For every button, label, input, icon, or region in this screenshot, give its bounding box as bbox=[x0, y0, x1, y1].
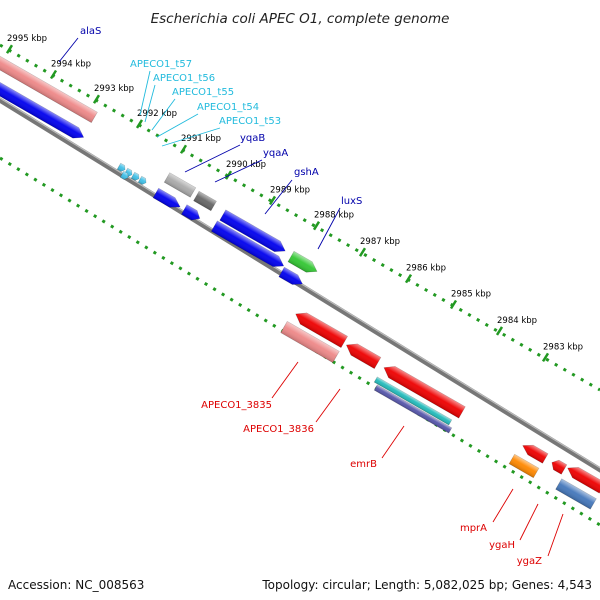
label-leader-line bbox=[492, 488, 514, 523]
tick-mark bbox=[224, 170, 233, 180]
tick-label: 2986 kbp bbox=[406, 264, 446, 274]
gene-label-emrB[interactable]: emrB bbox=[350, 459, 377, 470]
gshA-gene-outer[interactable] bbox=[219, 209, 288, 256]
ygaH-gene[interactable] bbox=[549, 458, 568, 475]
tick-mark bbox=[268, 195, 277, 206]
tick-mark bbox=[495, 326, 504, 336]
ygaZ-steel-feature[interactable] bbox=[555, 478, 597, 510]
label-leader-line bbox=[381, 425, 405, 459]
gene-label-a3836[interactable]: APECO1_3836 bbox=[243, 424, 314, 435]
gene-label-luxS[interactable]: luxS bbox=[341, 196, 362, 207]
gene-label-a3835[interactable]: APECO1_3835 bbox=[201, 400, 272, 411]
gene-label-alaS[interactable]: alaS bbox=[80, 26, 101, 37]
gene-label-t57[interactable]: APECO1_t57 bbox=[130, 59, 192, 70]
mprA-gene[interactable] bbox=[520, 441, 549, 464]
tick-label: 2994 kbp bbox=[51, 59, 91, 69]
label-leader-line bbox=[271, 361, 299, 399]
map-title: Escherichia coli APEC O1, complete genom… bbox=[151, 11, 450, 27]
tick-mark bbox=[541, 352, 550, 363]
gene-label-t54[interactable]: APECO1_t54 bbox=[197, 102, 259, 113]
tick-label: 2989 kbp bbox=[270, 185, 310, 195]
trna-APECO1_t57[interactable] bbox=[116, 162, 127, 173]
emrB-gene[interactable] bbox=[381, 362, 466, 419]
genome-backbone bbox=[0, 97, 600, 473]
label-leader-line bbox=[144, 84, 156, 123]
tick-mark bbox=[5, 44, 14, 54]
tick-label: 2992 kbp bbox=[137, 109, 177, 119]
tick-label: 2983 kbp bbox=[543, 342, 583, 352]
tick-mark bbox=[358, 247, 367, 257]
yqaA-gene[interactable] bbox=[181, 204, 202, 224]
gene-label-yqaA[interactable]: yqaA bbox=[263, 148, 288, 159]
gene-labels: alaS APECO1_t57APECO1_t56APECO1_t55APECO1… bbox=[58, 26, 564, 567]
tick-mark bbox=[404, 273, 413, 284]
tick-label: 2990 kbp bbox=[226, 160, 266, 170]
label-leader-line bbox=[264, 179, 293, 215]
luxS-rna-feature[interactable] bbox=[287, 250, 320, 276]
label-leader-line bbox=[317, 207, 341, 250]
label-leader-line bbox=[156, 113, 199, 138]
tick-mark bbox=[312, 221, 321, 231]
yqaB-gene[interactable] bbox=[152, 187, 183, 211]
label-leader-line bbox=[519, 503, 539, 541]
alaS-pseudo-feature[interactable] bbox=[0, 46, 98, 124]
tick-label: 2993 kbp bbox=[94, 84, 134, 94]
gene-label-t55[interactable]: APECO1_t55 bbox=[172, 87, 234, 98]
mprA-orange-feature[interactable] bbox=[508, 453, 540, 479]
pseudo-gray-feature[interactable] bbox=[163, 172, 197, 198]
label-leader-line bbox=[315, 388, 341, 423]
label-leader-line bbox=[151, 98, 176, 131]
tick-label: 2984 kbp bbox=[497, 316, 537, 326]
gene-label-t56[interactable]: APECO1_t56 bbox=[153, 73, 215, 84]
label-leader-line bbox=[139, 70, 151, 116]
trna-APECO1_t54[interactable] bbox=[137, 175, 148, 186]
gene-label-gshA[interactable]: gshA bbox=[294, 167, 319, 178]
label-leader-line bbox=[547, 513, 564, 557]
yqaB-gray-feature[interactable] bbox=[193, 190, 217, 212]
trna-APECO1_t55[interactable] bbox=[130, 171, 141, 182]
APECO1_3835-gene[interactable] bbox=[292, 308, 348, 349]
label-leader-line bbox=[184, 144, 241, 173]
emrB-teal-feature[interactable] bbox=[373, 376, 453, 426]
APECO1_3835-pseudo[interactable] bbox=[280, 321, 340, 363]
accession-label: Accession: NC_008563 bbox=[8, 578, 145, 592]
label-leader-line bbox=[214, 159, 263, 183]
tick-mark bbox=[135, 119, 144, 129]
tick-mark bbox=[179, 144, 188, 154]
gene-label-ygaH[interactable]: ygaH bbox=[489, 540, 515, 551]
tick-label: 2985 kbp bbox=[451, 289, 491, 299]
tick-label: 2995 kbp bbox=[7, 34, 47, 44]
emrB-purple-feature[interactable] bbox=[373, 384, 453, 434]
feature-track bbox=[0, 46, 600, 510]
luxS-gene[interactable] bbox=[278, 266, 305, 288]
label-leader-line bbox=[58, 37, 79, 63]
tick-mark bbox=[92, 94, 101, 104]
tick-mark bbox=[449, 299, 458, 310]
gene-label-ygaZ[interactable]: ygaZ bbox=[517, 556, 542, 567]
tick-marks: 2995 kbp 2994 kbp 2993 kbp 2992 kbp 2991 kbp… bbox=[5, 34, 583, 363]
gene-label-mprA[interactable]: mprA bbox=[460, 523, 487, 534]
label-leader-line bbox=[161, 127, 221, 147]
tick-mark bbox=[49, 69, 58, 80]
tick-label: 2991 kbp bbox=[181, 134, 221, 144]
ygaZ-gene[interactable] bbox=[565, 463, 600, 494]
tick-label: 2987 kbp bbox=[360, 237, 400, 247]
trna-APECO1_t53[interactable] bbox=[119, 170, 130, 181]
alaS-gene[interactable] bbox=[0, 76, 87, 142]
tick-label: 2988 kbp bbox=[314, 211, 354, 221]
APECO1_3836-gene[interactable] bbox=[343, 339, 382, 370]
gene-label-t53[interactable]: APECO1_t53 bbox=[219, 116, 281, 127]
gene-label-yqaB[interactable]: yqaB bbox=[240, 133, 265, 144]
gshA-gene-inner[interactable] bbox=[210, 220, 286, 271]
topology-info: Topology: circular; Length: 5,082,025 bp… bbox=[262, 578, 592, 592]
